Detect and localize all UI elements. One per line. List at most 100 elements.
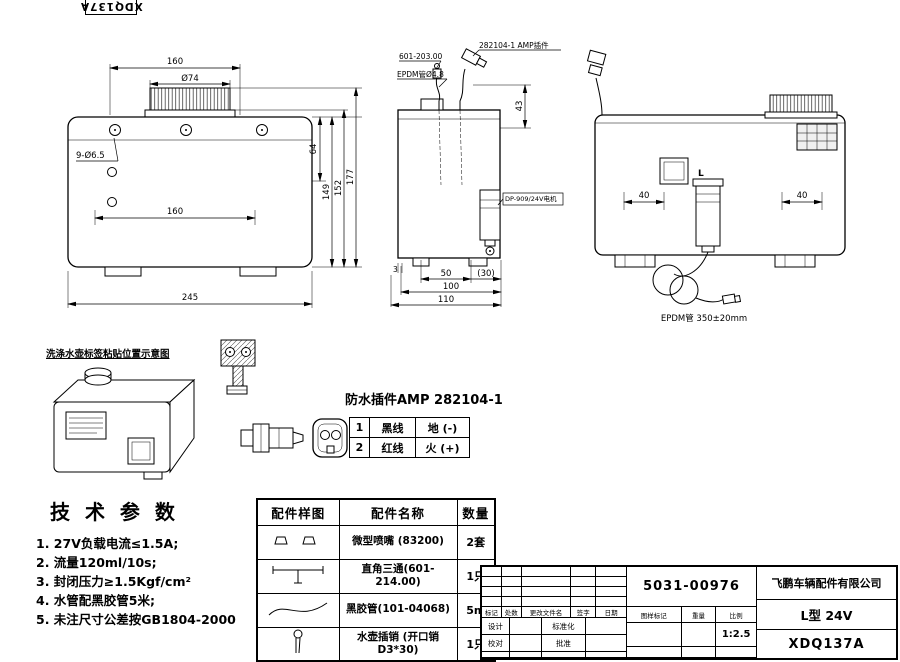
label-count: 处数 (501, 607, 522, 618)
parts-row: 黑胶管(101-04068) 5m (256, 592, 496, 628)
revision-row (482, 587, 626, 597)
label-stamp: 图样标记 (627, 607, 682, 623)
connector-pin-table: 1 黑线 地 (-) 2 红线 火 (+) (349, 417, 470, 458)
dim-30: (30) (477, 269, 494, 279)
dim-3: 3 (393, 265, 398, 274)
dim-inner-width: 160 (167, 207, 183, 217)
rear-view-drawing: L EPDM管 350±20mm 40 40 (586, 49, 846, 324)
dimension-lines (67, 65, 359, 307)
motor-label: DP-909/24V电机 (505, 194, 557, 203)
dim-top-width: 160 (167, 57, 183, 67)
pump-motor (479, 189, 501, 256)
label-change-doc: 更改文件名 (521, 607, 572, 618)
parts-header-name: 配件名称 (338, 498, 458, 526)
label-date: 日期 (596, 607, 626, 618)
connector-face-view (312, 418, 348, 458)
tube-icon (268, 602, 328, 616)
tech-param-item: 5. 未注尺寸公差按GB1804-2000 (36, 612, 236, 627)
stamp-value-row: 1:2.5 (627, 623, 756, 647)
label-position-drawing (52, 367, 196, 480)
title-block: 标记 处数 更改文件名 签字 日期 设计 标准化 校对 批准 5031-0097… (480, 565, 898, 660)
part-name: 水壶插销 (开口销 D3*30) (338, 626, 458, 662)
dim-40-left: 40 (639, 191, 650, 201)
dim-height-149: 149 (322, 184, 332, 200)
tank-body-front (67, 116, 313, 268)
part-sample-cell (256, 592, 340, 628)
part-sample-cell (256, 626, 340, 662)
connector-drawing (240, 418, 348, 458)
side-view-drawing: 601-203.00 282104-1 AMP插件 EPDM管Ø4.8 DP-9… (390, 40, 564, 308)
scale-value: 1:2.5 (716, 623, 756, 647)
mounting-holes (107, 124, 268, 207)
title-block-right: 飞鹏车辆配件有限公司 L型 24V XDQ137A (757, 567, 896, 658)
label-diagram-title: 洗涤水壶标签粘贴位置示意图 (46, 349, 170, 360)
dim-height-152: 152 (334, 180, 344, 196)
parts-header-row: 配件样图 配件名称 数量 (256, 498, 496, 526)
parts-row: 微型喷嘴 (83200) 2套 (256, 524, 496, 560)
pin-wire: 黑线 (369, 417, 416, 438)
document-number: 5031-00976 (627, 567, 756, 607)
pin-number: 2 (349, 437, 370, 458)
revision-row (482, 597, 626, 607)
revision-header-row: 标记 处数 更改文件名 签字 日期 (482, 607, 626, 618)
pump-rear (692, 178, 724, 253)
cap-flange (144, 109, 236, 118)
connector-side-view (240, 423, 304, 453)
label-scale: 比例 (716, 607, 756, 623)
dim-100: 100 (443, 282, 459, 292)
foot-right (239, 266, 277, 277)
revision-row (482, 577, 626, 587)
clipped-row (482, 652, 626, 658)
corner-part-number: XDQ137A (79, 0, 143, 12)
parts-table: 配件样图 配件名称 数量 微型喷嘴 (83200) 2套 直角三通(601-21… (256, 498, 496, 662)
tank-foot-3d (143, 471, 163, 480)
filler-cap-rear (769, 94, 833, 114)
tee-icon (272, 566, 324, 584)
tech-params: 技 术 参 数 1. 27V负载电流≤1.5A; 2. 流量120ml/10s;… (36, 496, 256, 629)
revision-row (482, 567, 626, 577)
part-sample-cell (256, 558, 340, 594)
side-dimension-lines (390, 84, 528, 308)
design-row: 设计 标准化 (482, 618, 626, 635)
parts-row: 直角三通(601-214.00) 1只 (256, 558, 496, 594)
leader-lines (397, 49, 564, 206)
dim-50: 50 (441, 269, 452, 279)
dim-height-177: 177 (346, 169, 356, 185)
epdm-hose-coil (652, 251, 742, 305)
level-indicator-grid (796, 123, 838, 151)
amp-connector-label: 282104-1 AMP插件 (479, 40, 549, 50)
parts-row: 水壶插销 (开口销 D3*30) 1只 (256, 626, 496, 662)
filler-neck (420, 98, 444, 111)
pin-polarity: 火 (+) (415, 437, 470, 458)
dim-43: 43 (515, 101, 525, 112)
dim-height-64: 64 (309, 144, 319, 155)
hose-1 (435, 76, 441, 110)
bracket-detail-drawing (220, 339, 256, 395)
tech-param-item: 4. 水管配黑胶管5米; (36, 593, 155, 608)
label-proofread: 校对 (482, 635, 510, 652)
dim-cap-diameter: Ø74 (181, 73, 199, 84)
proofread-row: 校对 批准 (482, 635, 626, 652)
amp-connector-plug (460, 48, 488, 68)
dim-110: 110 (438, 295, 454, 305)
hose-length-label: EPDM管 350±20mm (661, 313, 747, 324)
tank-pocket (127, 437, 155, 465)
pin-wire: 红线 (369, 437, 416, 458)
label-weight: 重量 (681, 607, 717, 623)
foot-left (104, 266, 142, 277)
epdm-tube-label: EPDM管Ø4.8 (397, 69, 444, 79)
front-view-drawing: 160 Ø74 9-Ø6.5 160 64 149 152 177 245 (67, 57, 362, 308)
part-qty: 2套 (456, 524, 496, 560)
part-name: 直角三通(601-214.00) (338, 558, 458, 594)
filler-cap (149, 87, 231, 111)
part-name: 黑胶管(101-04068) (338, 592, 458, 628)
label-design: 设计 (482, 618, 510, 635)
stamp-label-row: 图样标记 重量 比例 (627, 607, 756, 623)
tech-param-item: 2. 流量120ml/10s; (36, 555, 157, 570)
dim-40-right: 40 (797, 191, 808, 201)
part-name: 微型喷嘴 (83200) (338, 524, 458, 560)
drawing-number: XDQ137A (788, 636, 865, 652)
parts-header-sample: 配件样图 (256, 498, 340, 526)
mark-l: L (698, 169, 704, 179)
